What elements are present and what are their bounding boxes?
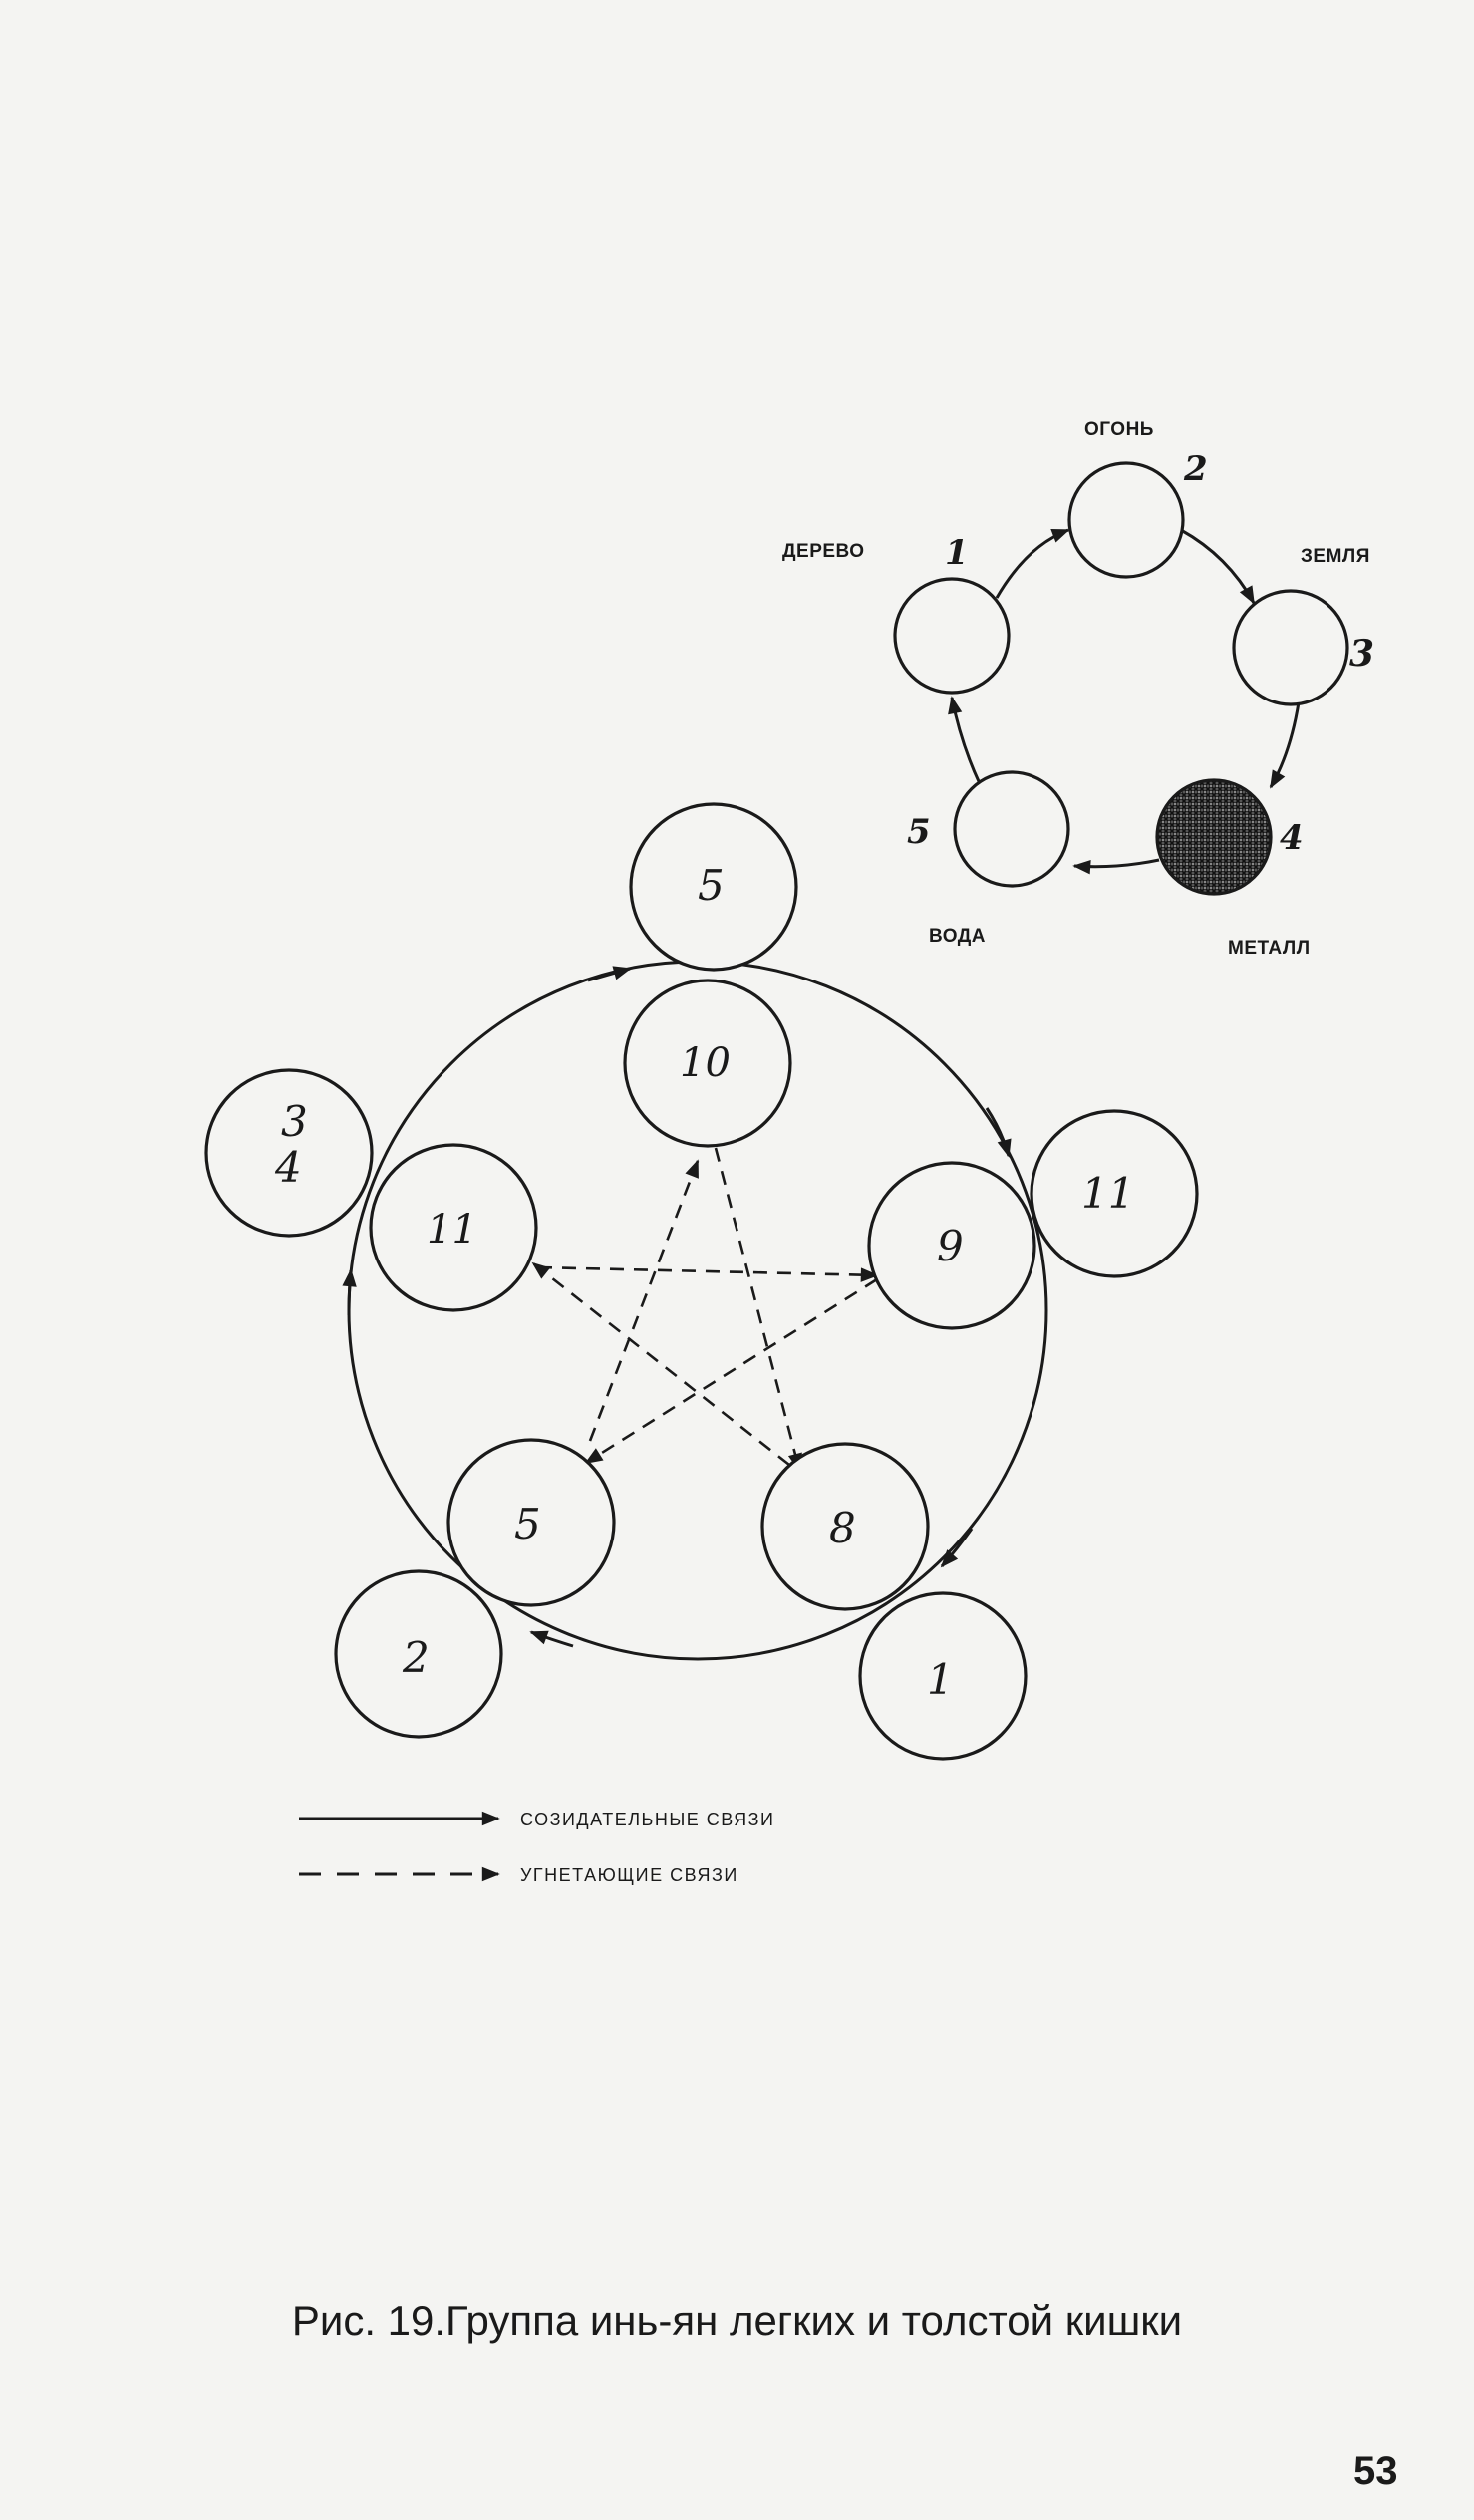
inner-num-left: 11: [427, 1207, 477, 1253]
small-node-water: [953, 770, 1070, 888]
label-wood: ДЕРЕВО: [782, 541, 865, 562]
label-earth: ЗЕМЛЯ: [1301, 546, 1370, 567]
inner-num-top: 10: [680, 1040, 731, 1086]
outer-num-bottom-right: 1: [927, 1655, 954, 1704]
label-fire: ОГОНЬ: [1084, 420, 1154, 440]
outer-num-right: 11: [1081, 1169, 1134, 1218]
outer-node-bottom-right: [858, 1591, 1028, 1761]
inner-node-left: [369, 1143, 538, 1312]
outer-node-left: [204, 1068, 374, 1238]
outer-num-left-line2: 4: [274, 1143, 302, 1192]
outer-num-left: 3 4: [274, 1097, 321, 1192]
small-link-2-3: [1180, 528, 1256, 605]
small-node-metal: [1155, 778, 1273, 896]
star-line-8-11: [531, 1261, 790, 1467]
small-link-1-2: [995, 528, 1070, 599]
small-node-earth: [1232, 589, 1349, 706]
star-line-10-8: [714, 1147, 802, 1472]
inner-num-bottom-left: 5: [514, 1500, 541, 1548]
inhibiting-star: [531, 1147, 879, 1472]
small-num-4: 4: [1280, 818, 1304, 858]
legend-dashed-label: УГНЕТАЮЩИЕ СВЯЗИ: [520, 1865, 738, 1885]
small-num-5: 5: [907, 812, 931, 852]
cycle-arrow-top: [587, 966, 632, 982]
outer-node-top: [629, 802, 798, 972]
star-line-5-10: [588, 1159, 700, 1442]
small-node-wood: [893, 577, 1011, 695]
outer-node-bottom-left: [334, 1569, 503, 1739]
small-num-1: 1: [945, 533, 969, 573]
cycle-arrow-right-top: [985, 1107, 1012, 1158]
outer-num-top: 5: [698, 861, 725, 910]
cycle-arrow-left: [342, 1268, 357, 1316]
small-num-3: 3: [1349, 633, 1374, 675]
star-line-11-9: [537, 1265, 879, 1282]
small-link-4-5: [1072, 858, 1160, 875]
outer-num-left-line1: 3: [281, 1097, 308, 1146]
small-link-3-4: [1269, 701, 1301, 789]
cycle-arrow-bottom: [529, 1630, 574, 1648]
inner-node-top: [623, 979, 792, 1148]
outer-num-bottom-left: 2: [402, 1633, 430, 1682]
inner-num-right: 9: [937, 1222, 964, 1270]
star-line-9-5: [584, 1277, 878, 1465]
legend: СОЗИДАТЕЛЬНЫЕ СВЯЗИ УГНЕТАЮЩИЕ СВЯЗИ: [299, 1810, 775, 1885]
label-water: ВОДА: [929, 926, 986, 947]
cycle-arrow-right-bottom: [940, 1528, 974, 1568]
small-node-fire: [1067, 461, 1185, 579]
legend-solid-label: СОЗИДАТЕЛЬНЫЕ СВЯЗИ: [520, 1810, 775, 1829]
small-cycle-diagram: 1 2 3 4 5 ДЕРЕВО ОГОНЬ ЗЕМЛЯ МЕТАЛЛ ВОДА: [782, 420, 1374, 959]
inner-node-bottom-left: [446, 1438, 616, 1607]
inner-num-bottom-right: 8: [829, 1504, 856, 1552]
page-number: 53: [1353, 2449, 1398, 2493]
label-metal: МЕТАЛЛ: [1228, 938, 1311, 959]
outer-node-right: [1030, 1109, 1199, 1278]
inner-node-right: [867, 1161, 1036, 1330]
small-num-2: 2: [1183, 449, 1208, 489]
large-cycle-diagram: 5 11 1 2 3 4 10 9 8 5 11: [204, 802, 1199, 1761]
inner-node-bottom-right: [760, 1442, 930, 1611]
figure-caption: Рис. 19.Группа инь-ян легких и толстой к…: [291, 2297, 1183, 2344]
